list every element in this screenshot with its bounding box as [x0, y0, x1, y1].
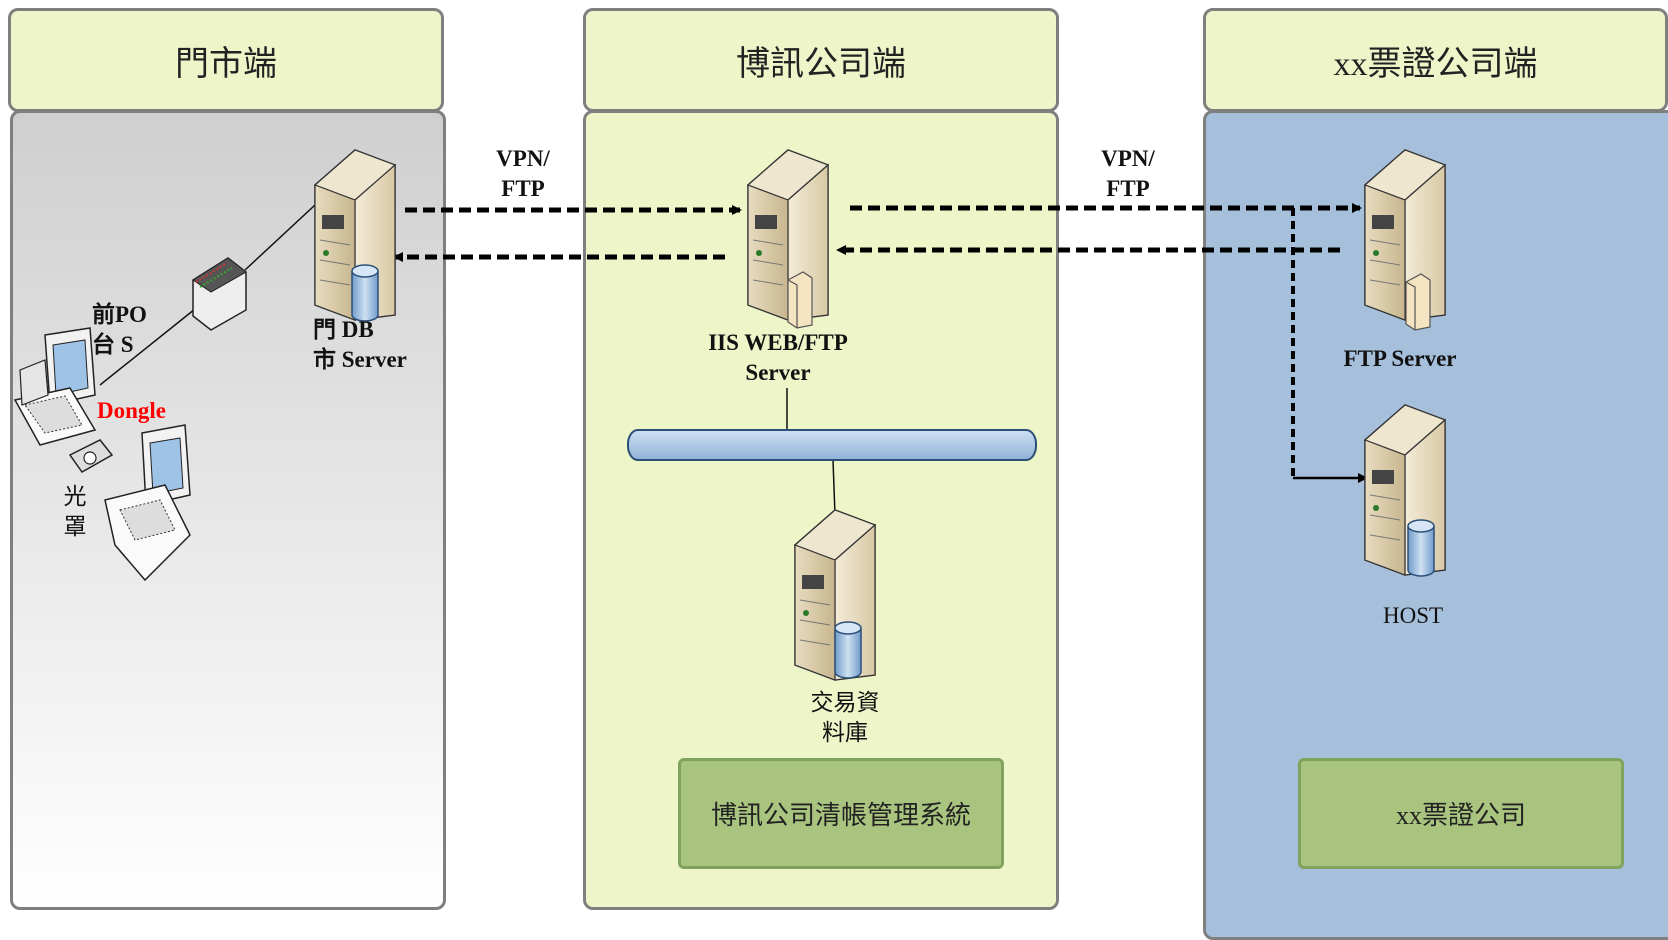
pos-label: 前PO 台 S: [92, 300, 162, 360]
host-label-text: HOST: [1382, 603, 1444, 628]
link-pos-switch: [99, 304, 201, 386]
scanner-label-line1: 光: [63, 484, 87, 509]
ftp-server-label: FTP Server: [1330, 344, 1470, 374]
pos-label-line2: 台 S: [92, 332, 134, 357]
pos-label-line1: 前PO: [92, 302, 147, 327]
vpn-label-left-line2: FTP: [501, 176, 545, 201]
vpn-label-right-line1: VPN/: [1101, 146, 1155, 171]
scanner-icon: [68, 439, 114, 473]
vpn-ftp-label-right: VPN/ FTP: [1095, 144, 1161, 204]
store-db-cylinder-icon: [351, 264, 379, 322]
boxun-header: 博訊公司端: [583, 8, 1059, 112]
boxun-title: 博訊公司端: [736, 45, 906, 83]
ticket-company-label: xx票證公司: [1395, 801, 1526, 830]
vpn-label-left-line1: VPN/: [496, 146, 550, 171]
boxun-clearing-system-label: 博訊公司清帳管理系統: [710, 801, 971, 830]
pos-terminal-2-icon: [104, 424, 191, 582]
vpn-ftp-label-left: VPN/ FTP: [490, 144, 556, 204]
trade-db-label-line2: 料庫: [822, 720, 868, 745]
link-bus-db: [832, 459, 836, 516]
ftp-server-icon: [1364, 149, 1446, 321]
scanner-label: 光 罩: [60, 482, 90, 542]
ticket-company-box: xx票證公司: [1298, 758, 1624, 869]
dongle-label: Dongle: [97, 396, 173, 426]
trade-db-cylinder-icon: [834, 621, 862, 679]
scanner-label-line2: 罩: [63, 514, 87, 539]
trade-db-label-line1: 交易資: [810, 690, 880, 715]
iis-server-label-line1: IIS WEB/FTP: [708, 330, 848, 355]
boxun-clearing-system-box: 博訊公司清帳管理系統: [678, 758, 1004, 869]
store-db-server-label-line1: 門 DB: [313, 317, 374, 342]
trade-db-label: 交易資 料庫: [790, 688, 900, 748]
store-title: 門市端: [175, 45, 277, 83]
ftp-folder-icon: [1405, 273, 1431, 331]
host-label: HOST: [1363, 601, 1463, 631]
switch-icon: [192, 257, 247, 331]
iis-server-label-line2: Server: [745, 360, 811, 385]
network-bus: [627, 429, 1037, 461]
ticket-title: xx票證公司端: [1333, 45, 1538, 83]
iis-folder-icon: [787, 271, 813, 329]
vpn-label-right-line2: FTP: [1106, 176, 1150, 201]
ticket-header: xx票證公司端: [1203, 8, 1668, 112]
dongle-text: Dongle: [97, 398, 166, 423]
store-db-server-label-line2: 市 Server: [313, 347, 407, 372]
store-header: 門市端: [8, 8, 444, 112]
store-db-server-label: 門 DB 市 Server: [313, 315, 423, 375]
iis-server-label: IIS WEB/FTP Server: [703, 328, 853, 388]
host-cylinder-icon: [1407, 519, 1435, 577]
link-switch-dbserver: [244, 204, 316, 271]
ftp-server-label-text: FTP Server: [1343, 346, 1457, 371]
pos-terminal-icon: [13, 327, 97, 446]
